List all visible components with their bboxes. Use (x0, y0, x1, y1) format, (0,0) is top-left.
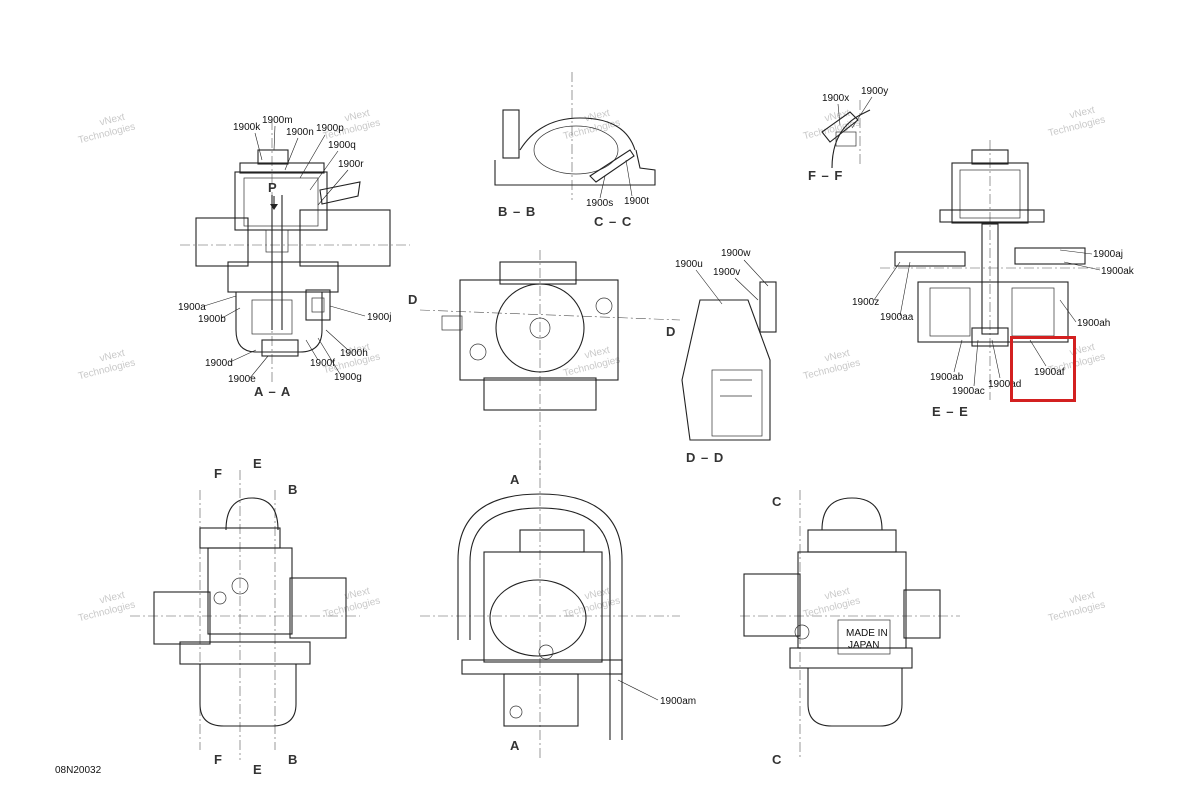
watermark: vNext Technologies (77, 112, 136, 147)
label-a-bottom: A (510, 738, 520, 753)
label-f-bottom: F (214, 752, 223, 767)
watermark: vNext Technologies (322, 586, 381, 621)
callout-1900j: 1900j (367, 312, 391, 323)
label-d-right: D (666, 324, 676, 339)
callout-1900t: 1900t (624, 196, 649, 207)
callout-1900ab: 1900ab (930, 372, 964, 383)
callout-1900p: 1900p (316, 123, 344, 134)
callout-1900ac: 1900ac (952, 386, 985, 397)
section-label-c-c: C – C (594, 214, 632, 229)
callout-1900w: 1900w (721, 248, 751, 259)
watermark: vNext Technologies (802, 586, 861, 621)
callout-1900ak: 1900ak (1101, 266, 1135, 277)
section-label-e-e: E – E (932, 404, 969, 419)
section-view-a-a: P 1900k 1900m 1900n 1900p 1900q 1900r 19… (178, 115, 410, 399)
callout-1900q: 1900q (328, 140, 356, 151)
callout-1900b: 1900b (198, 314, 226, 325)
callout-1900am: 1900am (660, 696, 696, 707)
stamp-made-in: MADE IN (846, 628, 888, 639)
label-b-bottom: B (288, 752, 298, 767)
watermark: vNext Technologies (802, 348, 861, 383)
callout-1900n: 1900n (286, 127, 314, 138)
callout-1900v: 1900v (713, 267, 740, 278)
section-label-b-b: B – B (498, 204, 536, 219)
section-label-a-a: A – A (254, 384, 291, 399)
side-view-left: F E B F E B (130, 456, 360, 777)
label-e-bottom: E (253, 762, 263, 777)
section-label-d-d: D – D (686, 450, 724, 465)
callout-1900y: 1900y (861, 86, 888, 97)
side-view-right: MADE IN JAPAN C C (740, 490, 960, 767)
callout-1900u: 1900u (675, 259, 703, 270)
callout-1900g: 1900g (334, 372, 362, 383)
callout-1900a: 1900a (178, 302, 206, 313)
top-view: D D (408, 250, 681, 470)
callout-1900f: 1900f (310, 358, 335, 369)
watermark: vNext Technologies (77, 590, 136, 625)
section-view-f-f: 1900x 1900y F – F (808, 86, 888, 183)
callout-1900r: 1900r (338, 159, 364, 170)
section-view-d-d: 1900u 1900v 1900w D – D (675, 248, 777, 465)
callout-1900z: 1900z (852, 297, 879, 308)
callout-1900h: 1900h (340, 348, 368, 359)
drawing-code: 08N20032 (55, 765, 102, 776)
label-p: P (268, 180, 278, 195)
callout-1900aj: 1900aj (1093, 249, 1123, 260)
callout-1900e: 1900e (228, 374, 256, 385)
stamp-japan: JAPAN (848, 640, 880, 651)
section-view-b-b-c-c: 1900s 1900t B – B C – C (494, 72, 656, 229)
callout-1900af: 1900af (1034, 367, 1065, 378)
callout-1900ah: 1900ah (1077, 318, 1110, 329)
section-label-f-f: F – F (808, 168, 843, 183)
callout-1900ad: 1900ad (988, 379, 1021, 390)
watermark: vNext Technologies (77, 348, 136, 383)
callout-1900s: 1900s (586, 198, 613, 209)
label-c-top: C (772, 494, 782, 509)
callout-1900k: 1900k (233, 122, 261, 133)
watermark: vNext Technologies (1047, 590, 1106, 625)
section-view-e-e: 1900aj 1900ak 1900ah 1900z 1900aa 1900ab… (852, 140, 1135, 419)
callout-1900d: 1900d (205, 358, 233, 369)
label-a-top: A (510, 472, 520, 487)
highlight-box-1900af (1010, 336, 1076, 402)
callout-1900m: 1900m (262, 115, 293, 126)
label-c-bottom: C (772, 752, 782, 767)
label-b-top: B (288, 482, 298, 497)
label-f-top: F (214, 466, 223, 481)
front-view: 1900am A A (420, 460, 696, 760)
callout-1900aa: 1900aa (880, 312, 914, 323)
callout-1900x: 1900x (822, 93, 849, 104)
label-e-top: E (253, 456, 263, 471)
label-d-left: D (408, 292, 418, 307)
watermark: vNext Technologies (1047, 105, 1106, 140)
